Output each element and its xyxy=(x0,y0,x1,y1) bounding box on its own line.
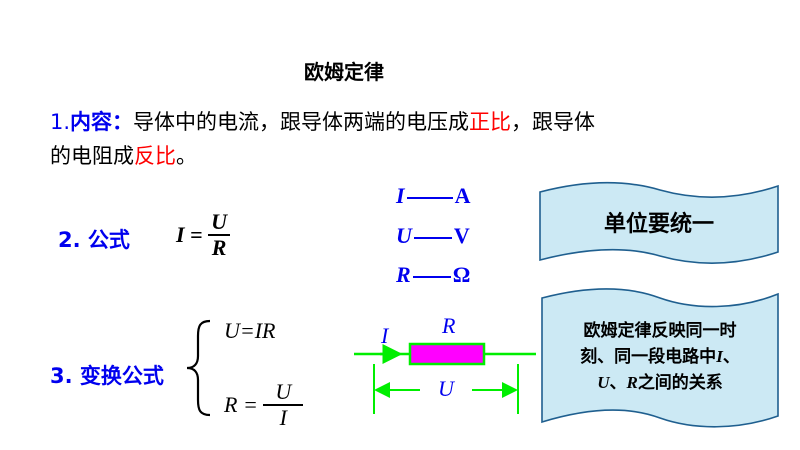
transform-eq2-denominator: I xyxy=(279,405,287,430)
transform-eq2-numerator: U xyxy=(263,380,304,406)
formula-denominator: R xyxy=(211,235,227,260)
unit-symbol: U xyxy=(396,223,412,248)
content-text-b: ，跟导体 xyxy=(511,110,596,134)
circuit-current-label: I xyxy=(381,323,389,348)
transform-eq1: U=IR xyxy=(224,318,276,343)
unit-name: V xyxy=(453,223,470,248)
content-text-a: 导体中的电流，跟导体两端的电压成 xyxy=(133,110,470,134)
content-highlight-inverse: 反比 xyxy=(134,144,176,168)
explain-line-2-sep: 、 xyxy=(722,347,740,367)
unit-symbol: R xyxy=(396,262,411,287)
content-line-1: 1.内容：导体中的电流，跟导体两端的电压成正比，跟导体 xyxy=(50,106,595,136)
content-text-c: 的电阻成 xyxy=(50,144,134,168)
explain-symbol-i: I xyxy=(716,347,723,366)
content-line-2: 的电阻成反比。 xyxy=(50,140,197,170)
unit-dash xyxy=(413,236,452,239)
brace-icon xyxy=(186,319,211,417)
explain-symbol-r: R xyxy=(626,373,638,392)
formula-label: 2. 公式 xyxy=(58,228,130,252)
explain-line-3: U、R之间的关系 xyxy=(538,370,782,396)
unit-name: A xyxy=(454,183,471,208)
content-text-d: 。 xyxy=(176,144,197,168)
unified-box-shape xyxy=(539,181,779,264)
explain-line-1: 欧姆定律反映同一时 xyxy=(583,321,737,341)
page-title: 欧姆定律 xyxy=(304,60,384,84)
explain-box-text: 欧姆定律反映同一时 刻、同一段电路中I、 U、R之间的关系 xyxy=(538,318,782,396)
transform-label: 3. 变换公式 xyxy=(50,364,164,388)
explain-symbol-u: U xyxy=(597,373,610,392)
transform-eq2-fraction: U I xyxy=(263,380,304,430)
unit-dash xyxy=(412,275,451,278)
explain-line-2: 刻、同一段电路中I、 xyxy=(538,344,782,370)
unit-name: Ω xyxy=(452,262,471,287)
explain-box-shape xyxy=(541,288,779,428)
transform-eq2: R = U I xyxy=(224,380,304,430)
content-label: 内容： xyxy=(70,110,134,134)
unit-dash xyxy=(406,196,453,199)
formula-fraction: U R xyxy=(208,210,230,260)
formula: I = U R xyxy=(176,210,230,260)
explain-line-3-text: 之间的关系 xyxy=(637,373,723,393)
unit-symbol: I xyxy=(396,183,405,208)
circuit-diagram xyxy=(354,342,536,414)
unified-box-text: 单位要统一 xyxy=(603,212,714,237)
transform-eq2-lhs: R = xyxy=(224,392,258,417)
resistor xyxy=(408,342,486,366)
content-highlight-proportional: 正比 xyxy=(469,110,512,134)
explain-line-2-text: 刻、同一段电路中 xyxy=(580,347,717,367)
content-number: 1. xyxy=(50,110,71,134)
explain-line-3-sep: 、 xyxy=(609,373,627,393)
formula-numerator: U xyxy=(208,210,230,236)
circuit-resistor-label: R xyxy=(442,313,456,338)
circuit-voltage-label: U xyxy=(438,376,454,401)
formula-lhs: I = xyxy=(176,222,203,247)
